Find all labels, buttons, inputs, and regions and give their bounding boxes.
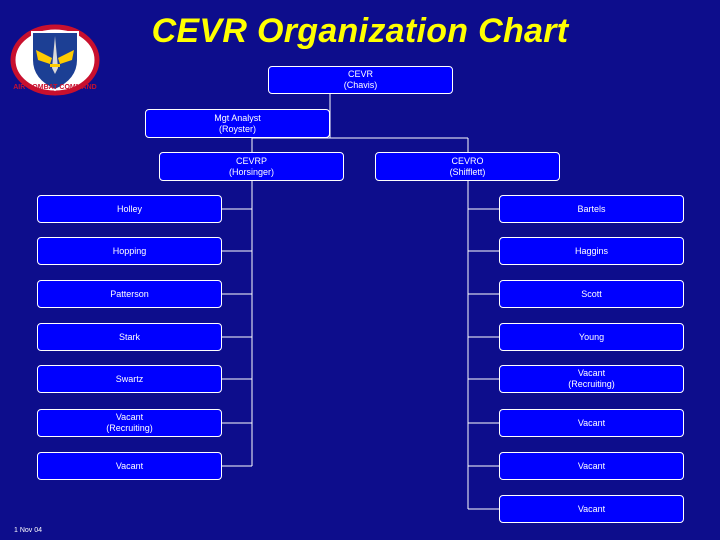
right-staff-box: Vacant (Recruiting) [499,365,684,393]
right-staff-box: Haggins [499,237,684,265]
air-combat-command-shield-icon: AIR COMBAT COMMAND [10,24,100,96]
logo-text: AIR COMBAT COMMAND [13,84,96,91]
right-staff-box: Vacant [499,409,684,437]
node-cevr: CEVR (Chavis) [268,66,453,94]
left-staff-box: Stark [37,323,222,351]
node-cevrp: CEVRP (Horsinger) [159,152,344,181]
footer-date: 1 Nov 04 [14,527,43,534]
right-staff-box: Young [499,323,684,351]
right-staff-box: Scott [499,280,684,308]
left-staff-box: Vacant [37,452,222,480]
right-staff-box: Bartels [499,195,684,223]
left-staff-box: Patterson [37,280,222,308]
left-staff-box: Hopping [37,237,222,265]
right-staff-box: Vacant [499,495,684,523]
node-cevro: CEVRO (Shifflett) [375,152,560,181]
page-title: CEVR Organization Chart [151,12,569,50]
left-staff-box: Holley [37,195,222,223]
left-staff-box: Vacant (Recruiting) [37,409,222,437]
node-mgt-analyst: Mgt Analyst (Royster) [145,109,330,138]
right-staff-box: Vacant [499,452,684,480]
left-staff-box: Swartz [37,365,222,393]
